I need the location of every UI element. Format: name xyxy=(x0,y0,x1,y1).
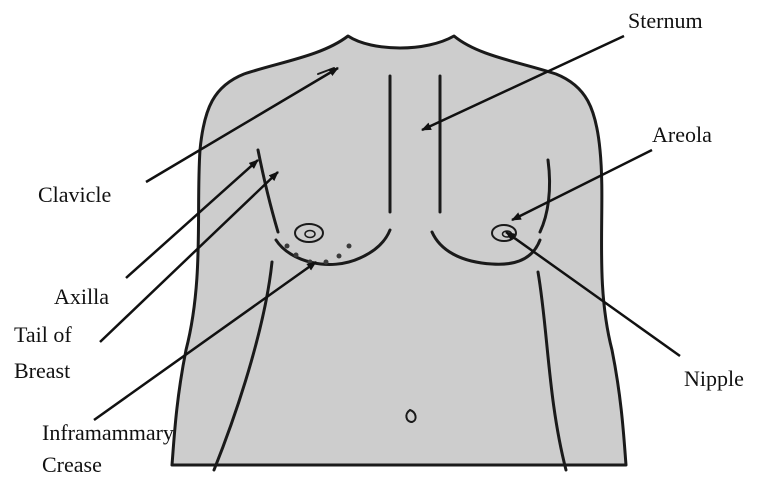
label-clavicle: Clavicle xyxy=(38,182,111,207)
label-sternum: Sternum xyxy=(628,8,703,33)
label-areola: Areola xyxy=(652,122,712,147)
torso-figure xyxy=(172,36,626,470)
label-tail-of-breast-line1: Tail of xyxy=(14,322,72,347)
label-nipple: Nipple xyxy=(684,366,744,391)
label-inframammary-line1: Inframammary xyxy=(42,420,174,445)
label-tail-of-breast-line2: Breast xyxy=(14,358,70,383)
label-axilla: Axilla xyxy=(54,284,109,309)
label-inframammary-line2: Crease xyxy=(42,452,102,477)
